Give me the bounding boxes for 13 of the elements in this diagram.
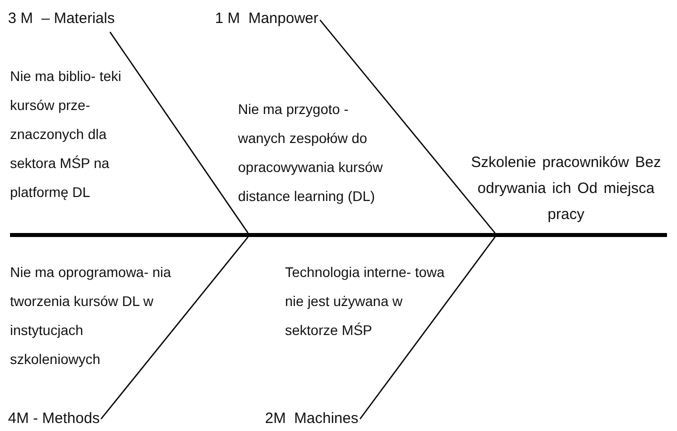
bone-line	[320, 20, 496, 234]
bone-line	[100, 236, 248, 420]
category-label: 3 M – Materials	[8, 9, 115, 29]
bone-line	[109, 32, 249, 234]
cause-text: Nie ma biblio- teki kursów prze- znaczonych dla sektora MŚP na platformę DL	[10, 67, 122, 202]
category-label: 2M Machines	[265, 409, 358, 429]
cause-text: Nie ma przygoto - wanych zespołów do opracowywania kursów distance learning (DL)	[238, 100, 384, 206]
category-label: 4M - Methods	[8, 409, 100, 429]
cause-text: Nie ma oprogramowa- nia tworzenia kursów DL w instytucjach szkoleniowych	[10, 263, 172, 369]
effect-text: Szkolenie pracowników Bez odrywania ich Od miejsca pracy	[470, 153, 662, 225]
cause-text: Technologia interne- towa nie jest używana w sektorze MŚP	[285, 263, 446, 340]
category-label: 1 M Manpower	[215, 9, 318, 29]
bone-line	[359, 236, 496, 420]
